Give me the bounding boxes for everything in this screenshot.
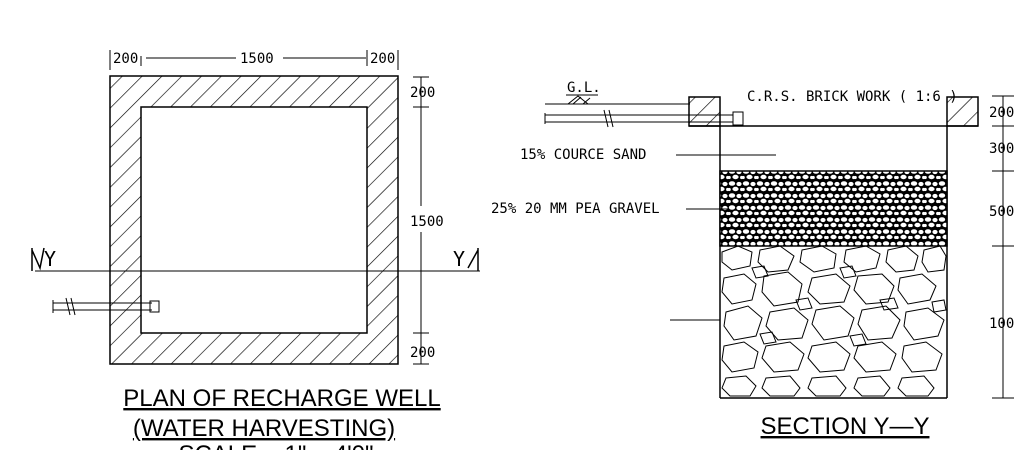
plan-view: Y Y 200 1500 200 [31,50,480,450]
plan-dim-right-bottom: 200 [410,345,435,361]
brick-block-left [688,96,721,127]
plan-title: PLAN OF RECHARGE WELL [123,385,440,412]
ground-level-symbol: G.L. [545,80,690,105]
gravel-label: 25% 20 MM PEA GRAVEL [491,201,660,217]
plan-subtitle: (WATER HARVESTING) [133,415,395,442]
plan-inlet-pipe [52,297,160,316]
boulder-layer [721,245,947,397]
plan-wall-outer [109,75,399,365]
plan-dim-right-middle: 1500 [410,214,444,230]
pea-gravel-layer [719,170,948,247]
section-dim-500: 500 [989,204,1014,220]
section-dims-right: 200 300 500 100 [989,95,1014,399]
plan-wall-inner [140,106,368,334]
section-dim-bottom: 100 [989,316,1014,332]
section-title: SECTION Y—Y [761,413,930,440]
plan-scale: SCALE = 1" = 4'0" [178,441,373,450]
plan-dim-top-left: 200 [113,51,138,67]
brick-label: C.R.S. BRICK WORK ( 1:6 ) [747,89,958,105]
section-dim-200: 200 [989,105,1014,121]
plan-dims-right: 200 1500 200 [410,76,444,365]
plan-dims-top: 200 1500 200 [109,50,399,70]
section-arrow-right [467,248,479,271]
section-view: G.L. C.R.S. BRICK WORK ( 1:6 ) [491,80,1014,440]
plan-wall-hatch [110,76,398,364]
section-arrow-left [31,247,45,271]
gl-label: G.L. [567,80,601,96]
brick-block-right [946,96,979,127]
section-dim-300: 300 [989,141,1014,157]
plan-dim-right-top: 200 [410,85,435,101]
plan-dim-top-middle: 1500 [240,51,274,67]
plan-dim-top-right: 200 [370,51,395,67]
section-mark-left: Y [44,247,56,271]
section-mark-right: Y [453,247,465,271]
sand-label: 15% COURCE SAND [520,147,646,163]
